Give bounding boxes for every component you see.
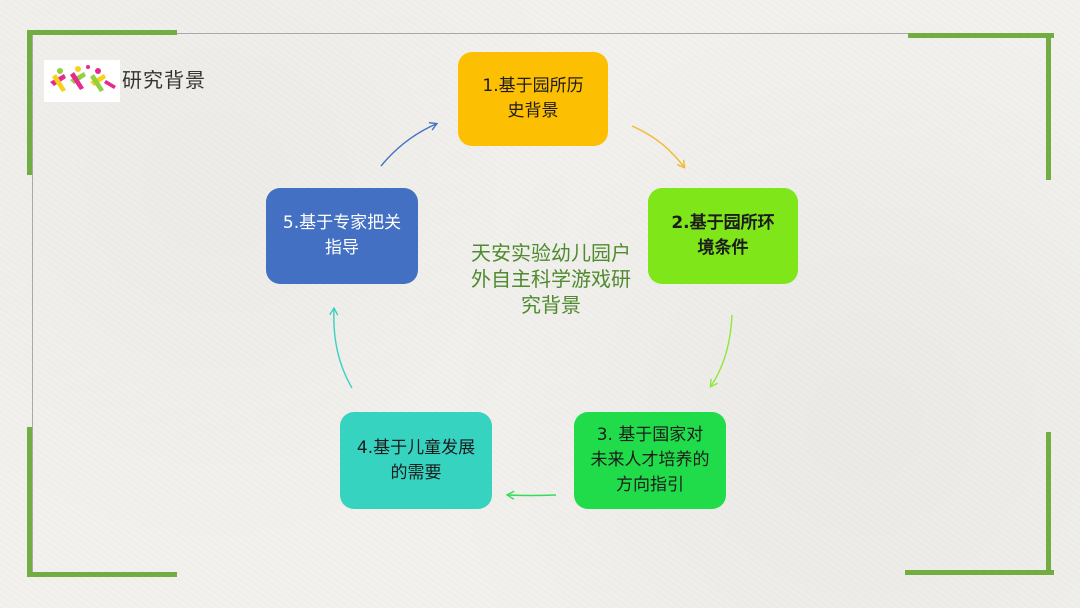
arrow-4-to-5	[329, 306, 353, 389]
frame-corner-top-left-h	[27, 30, 177, 35]
frame-corner-bottom-left-h	[27, 572, 177, 577]
arrow-5-to-1	[380, 122, 439, 167]
node-environment-conditions-label: 2.基于园所环境条件	[671, 213, 775, 258]
node-environment-conditions: 2.基于园所环境条件	[648, 188, 798, 284]
arrow-1-to-2	[631, 125, 686, 169]
frame-corner-top-right-v	[1046, 33, 1051, 180]
node-national-talent-direction-label: 3. 基于国家对未来人才培养的方向指引	[590, 425, 710, 495]
center-title: 天安实验幼儿园户外自主科学游戏研究背景	[471, 241, 631, 317]
frame-corner-top-right-h	[908, 33, 1054, 38]
frame-corner-top-left-v	[27, 30, 32, 175]
frame-corner-bottom-left-v	[27, 427, 32, 577]
node-child-development-needs: 4.基于儿童发展的需要	[340, 412, 492, 509]
frame-corner-bottom-right-v	[1046, 432, 1051, 575]
header-title: 研究背景	[122, 68, 206, 92]
frame-corner-bottom-right-h	[905, 570, 1054, 575]
node-history-background: 1.基于园所历史背景	[458, 52, 608, 146]
logo-graphic	[50, 65, 116, 92]
node-expert-guidance-label: 5.基于专家把关指导	[282, 213, 402, 258]
frame-hairline-top	[32, 33, 1048, 34]
node-child-development-needs-label: 4.基于儿童发展的需要	[356, 437, 476, 483]
arrow-3-to-4	[505, 490, 557, 500]
node-history-background-label: 1.基于园所历史背景	[482, 76, 584, 121]
node-national-talent-direction: 3. 基于国家对未来人才培养的方向指引	[574, 412, 726, 509]
arrow-2-to-3	[709, 314, 733, 388]
node-expert-guidance: 5.基于专家把关指导	[266, 188, 418, 284]
colorful-figures-logo-icon	[44, 60, 120, 102]
frame-hairline-left	[32, 33, 33, 573]
